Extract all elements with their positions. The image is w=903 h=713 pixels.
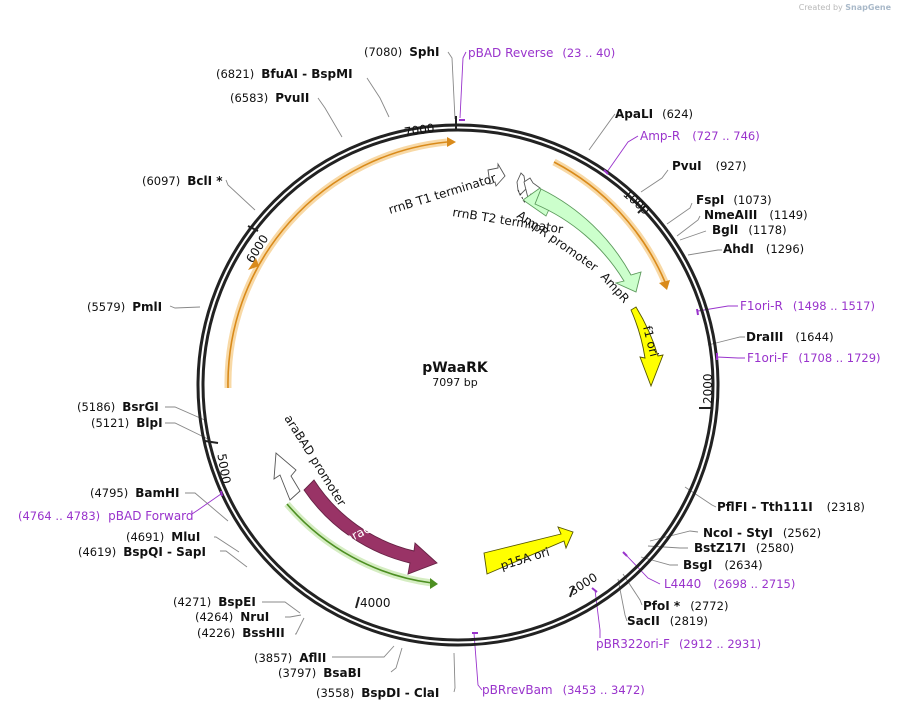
ampr-feature-arrow <box>534 188 642 293</box>
site-bgli: BglI(1178) <box>712 223 787 237</box>
site-blpi: (5121)BlpI <box>91 416 163 430</box>
primer-pbrrevbam: pBRrevBam(3453 .. 3472) <box>482 683 645 697</box>
bp-ticks <box>204 116 713 609</box>
site-pvui: PvuI(927) <box>672 159 747 173</box>
orange-arc-left-arrowhead-2 <box>248 258 259 270</box>
tick-5000: 5000 <box>214 452 233 485</box>
tick-2000: 2000 <box>701 373 715 404</box>
site-sphi: (7080)SphI <box>364 45 440 59</box>
site-bspqi-sapi: (4619)BspQI - SapI <box>78 545 206 559</box>
f1-ori-feature-arrow <box>630 306 664 388</box>
snapgene-logo: SnapGene <box>845 3 891 12</box>
plasmid-size: 7097 bp <box>432 376 477 389</box>
site-bstz17i: BstZ17I(2580) <box>694 541 794 555</box>
site-bcli: (6097)BclI * <box>142 174 223 188</box>
site-fspi: FspI(1073) <box>696 193 772 207</box>
restriction-site-labels: (7080)SphI ApaLI(624) PvuI(927) FspI(107… <box>77 45 865 700</box>
site-pfoi: PfoI *(2772) <box>643 599 728 613</box>
site-nrui: (4264)NruI <box>195 610 269 624</box>
tick-4000: 4000 <box>360 596 391 610</box>
primer-pbr322ori-f: pBR322ori-F(2912 .. 2931) <box>596 637 761 651</box>
primer-f1ori-f: F1ori-F(1708 .. 1729) <box>747 351 881 365</box>
site-ahdi: AhdI(1296) <box>723 242 804 256</box>
site-bsgi: BsgI(2634) <box>683 558 763 572</box>
primer-f1ori-r: F1ori-R(1498 .. 1517) <box>740 299 875 313</box>
site-pmli: (5579)PmlI <box>87 300 162 314</box>
arabad-promoter-arrow <box>273 452 301 501</box>
primer-l4440: L4440(2698 .. 2715) <box>664 577 795 591</box>
site-bsabi: (3797)BsaBI <box>278 666 361 680</box>
ampr-promoter-label: AmpR promoter <box>514 208 600 274</box>
primer-amp-r: Amp-R(727 .. 746) <box>640 129 760 143</box>
site-pflfi-tth111i: PflFI - Tth111I(2318) <box>717 500 865 514</box>
tick-7000: 7000 <box>403 121 435 139</box>
primer-pbad-forward: (4764 .. 4783)pBAD Forward <box>18 509 194 523</box>
p15a-ori-feature-arrow <box>483 526 574 575</box>
site-bfuai-bspmi: (6821)BfuAI - BspMI <box>216 67 353 81</box>
arac-feature-arrow <box>303 479 438 575</box>
plasmid-name: pWaaRK <box>422 360 489 376</box>
orange-arc-left-arrowhead <box>447 137 456 147</box>
primer-labels: pBAD Reverse(23 .. 40) Amp-R(727 .. 746)… <box>18 46 881 697</box>
site-aflii: (3857)AflII <box>254 651 326 665</box>
orange-feature-arc-left <box>224 138 448 389</box>
site-bspei: (4271)BspEI <box>173 595 256 609</box>
site-mlui: (4691)MluI <box>126 530 200 544</box>
snapgene-credit: Created by SnapGene <box>799 3 891 12</box>
site-nmeaiii: NmeAIII(1149) <box>704 208 808 222</box>
site-bspdi-clai: (3558)BspDI - ClaI <box>316 686 439 700</box>
site-bsrgi: (5186)BsrGI <box>77 400 159 414</box>
site-pvuii: (6583)PvuII <box>230 91 309 105</box>
site-ncoi-styi: NcoI - StyI(2562) <box>703 526 821 540</box>
site-draiii: DraIII(1644) <box>746 330 834 344</box>
credit-prefix: Created by <box>798 3 843 12</box>
primer-marks <box>220 119 718 634</box>
site-bamhi: (4795)BamHI <box>90 486 180 500</box>
orange-arc-right-arrowhead <box>659 280 670 290</box>
plasmid-backbone-outer <box>196 123 720 647</box>
site-apali: ApaLI(624) <box>615 107 693 121</box>
plasmid-backbone-inner <box>201 128 715 642</box>
green-arc-arrowhead <box>430 578 438 589</box>
site-sacii: SacII(2819) <box>627 614 708 628</box>
tick-3000: 3000 <box>567 570 600 598</box>
site-bsshii: (4226)BssHII <box>197 626 285 640</box>
primer-pbad-reverse: pBAD Reverse(23 .. 40) <box>468 46 615 60</box>
